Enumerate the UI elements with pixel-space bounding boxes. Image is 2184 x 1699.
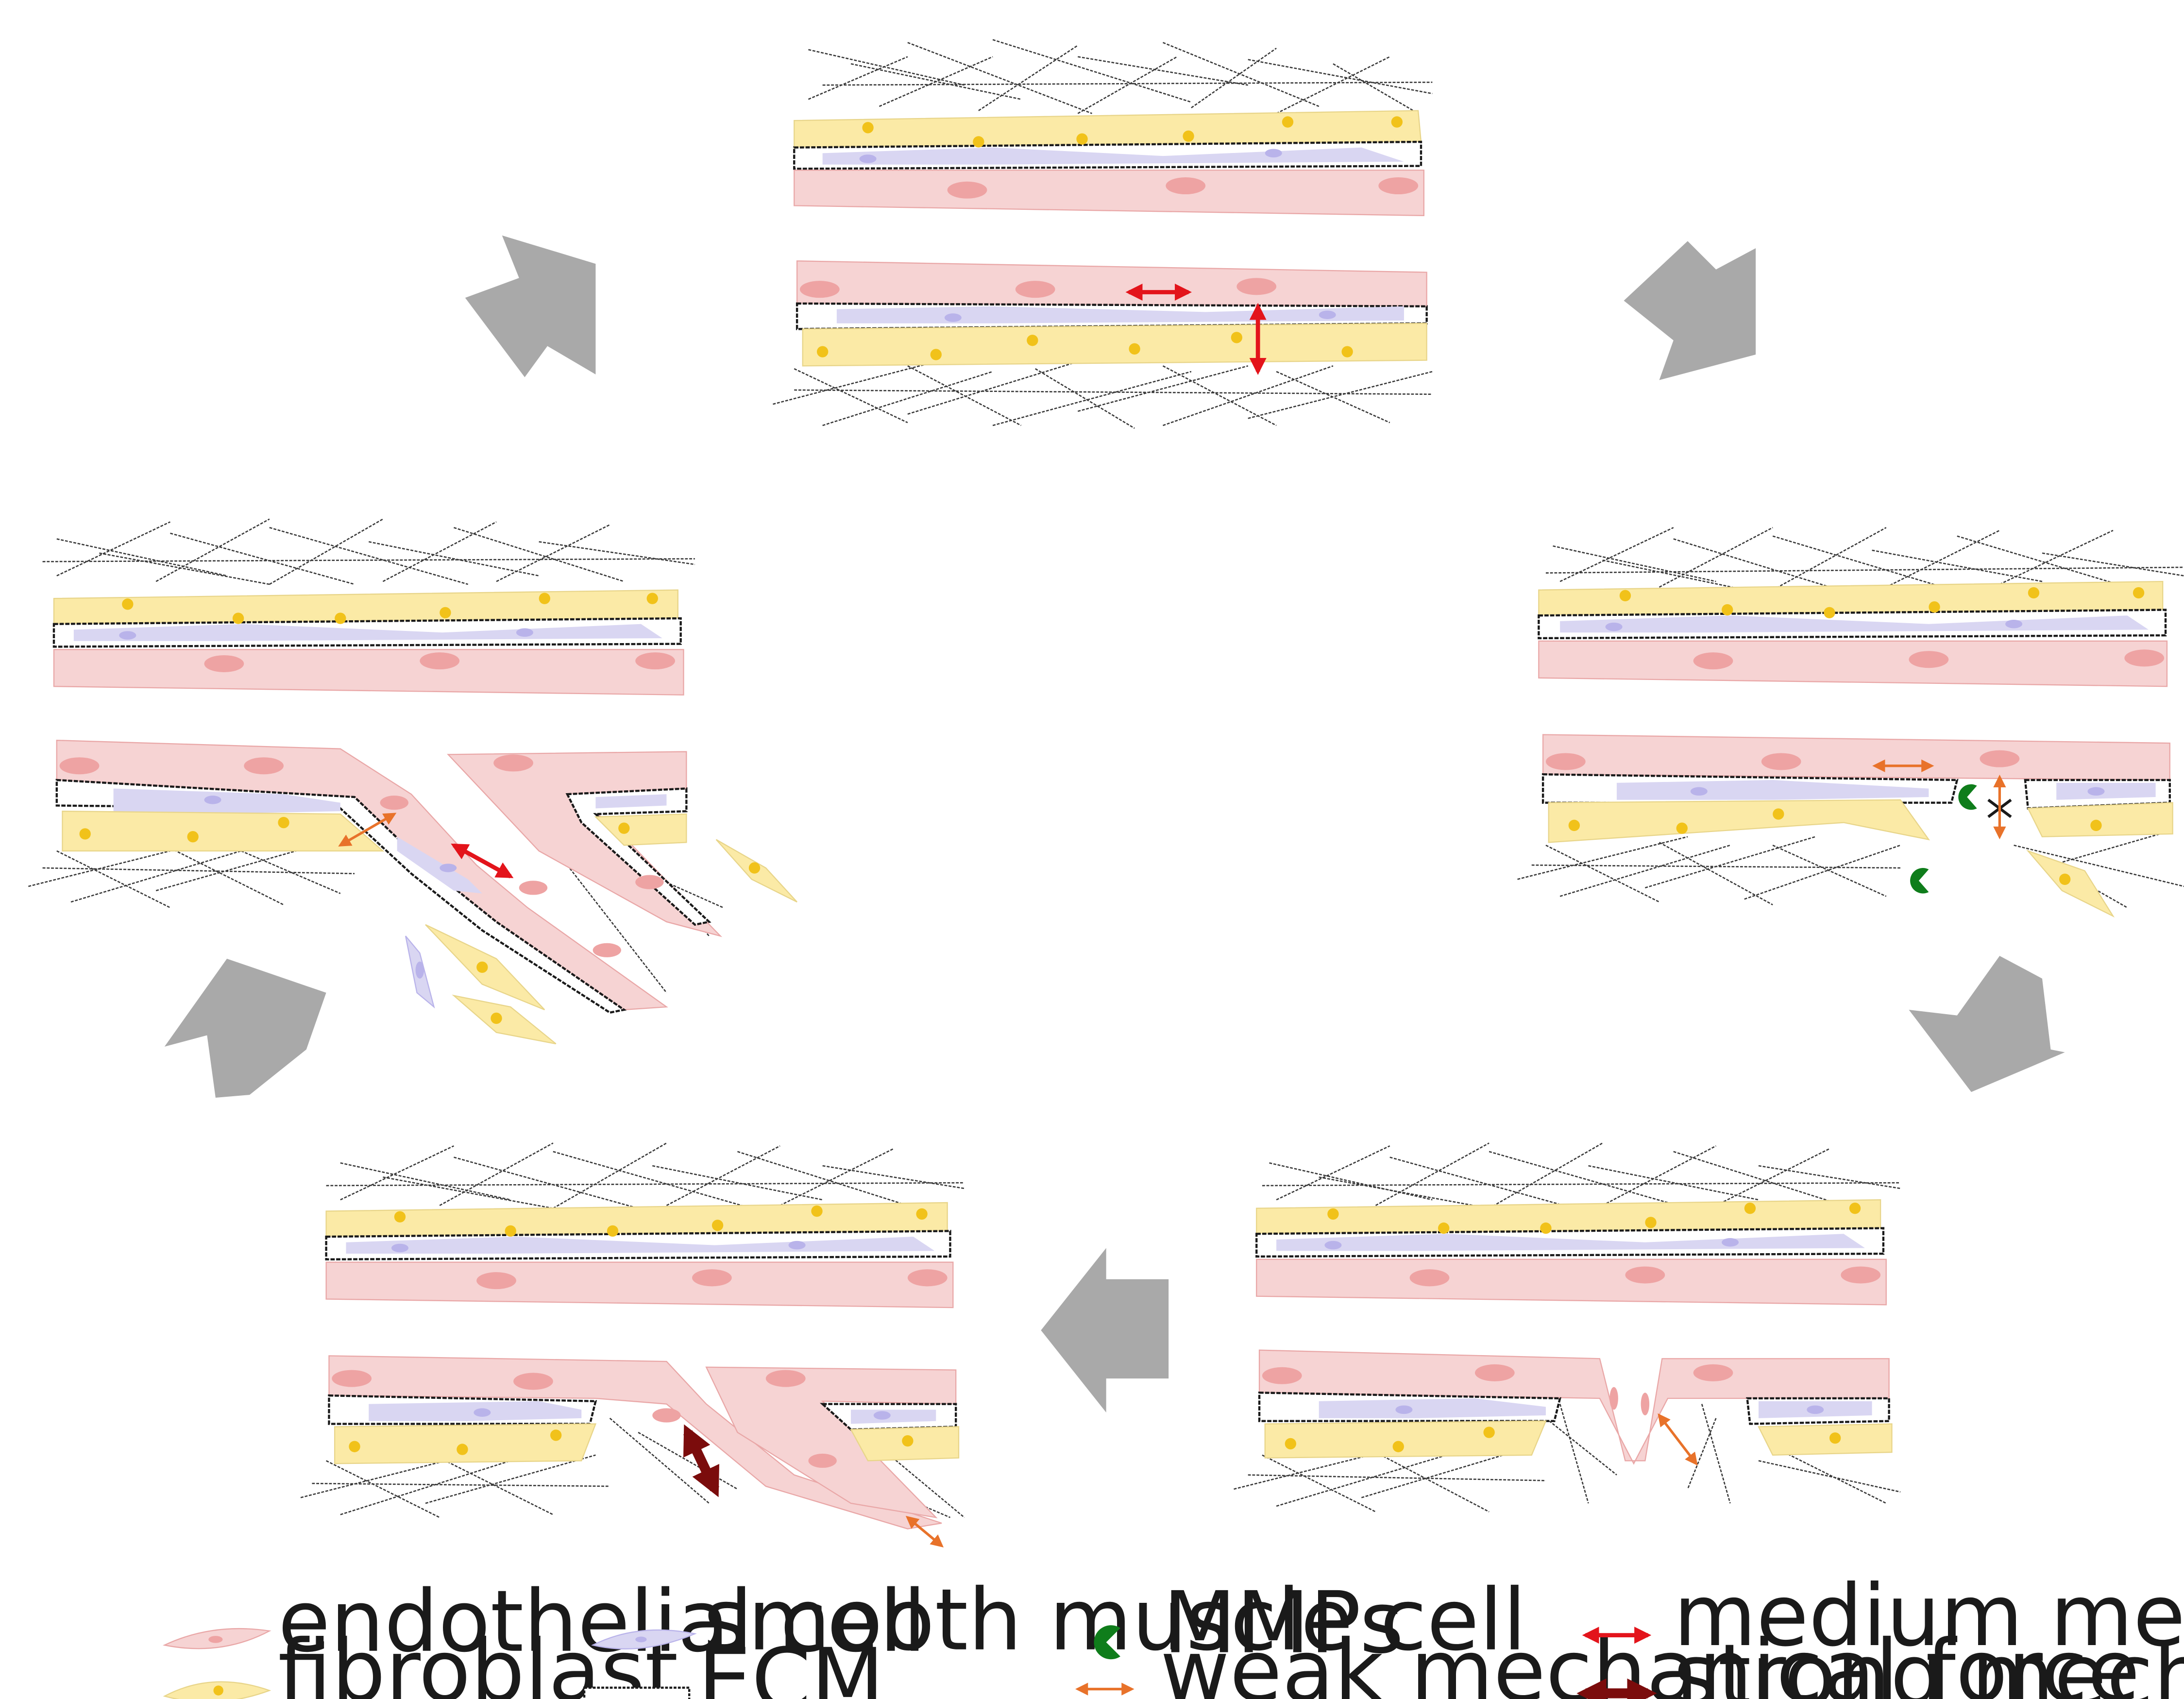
- fibroblast-layer: [1264, 1420, 1893, 1459]
- smooth-muscle-layer: [113, 788, 667, 894]
- weak-force-arrow: [338, 813, 397, 847]
- migrating-fibroblast: [2026, 850, 2115, 918]
- endothelial-layer: [1538, 640, 2168, 687]
- fibroblast-layer: [62, 810, 687, 852]
- legend-label-medium-force: medium mechanical force: [1674, 1566, 2184, 1665]
- smooth-muscle-layer: [1616, 780, 2156, 800]
- fiber-mesh: [1234, 1142, 1901, 1512]
- cell-nuclei: [1545, 587, 2165, 885]
- legend: endothelial cell fibroblast smooth muscl…: [163, 1566, 2184, 1699]
- weak-force-arrow: [1658, 1413, 1698, 1466]
- cell-nuclei: [799, 116, 1419, 360]
- endothelial-layer: [1542, 734, 2170, 781]
- legend-item-mmps: MMPs: [1094, 1574, 1404, 1673]
- endothelial-layer: [53, 649, 684, 696]
- mmp-icon: [1910, 867, 1929, 894]
- smooth-muscle-layer: [369, 1401, 936, 1424]
- mmp-icon: [1094, 1625, 1120, 1660]
- legend-item-fibroblast: fibroblast: [163, 1622, 678, 1699]
- cycle-arrows: [164, 235, 2065, 1413]
- panel-stage-4: [300, 1142, 965, 1548]
- ecm-swatch: [583, 1686, 691, 1699]
- legend-item-endothelial: endothelial cell: [163, 1572, 927, 1671]
- panel-stage-3: [1234, 1142, 1901, 1512]
- legend-label-endothelial: endothelial cell: [278, 1572, 926, 1671]
- endothelial-layer: [794, 170, 1424, 217]
- fibroblast-layer: [1548, 799, 2173, 843]
- panel-stage-2: [1517, 527, 2184, 918]
- cell-nuclei: [1262, 1203, 1881, 1452]
- smooth-muscle-layer: [822, 147, 1404, 165]
- smooth-muscle-layer: [1319, 1398, 1872, 1418]
- migrating-fibroblast: [452, 994, 557, 1045]
- legend-label-mmps: MMPs: [1163, 1574, 1404, 1673]
- fibroblast-layer: [334, 1423, 960, 1464]
- legend-label-ecm: ECM: [698, 1630, 884, 1699]
- fibroblast-layer: [802, 323, 1427, 367]
- panel-stage-5: [28, 518, 797, 1045]
- endothelial-layer: [796, 260, 1427, 307]
- nucleus-icon: [635, 1636, 647, 1643]
- strong-force-arrow: [683, 1424, 720, 1497]
- arrow-icon: [1041, 1248, 1169, 1413]
- medium-force-arrow: [451, 843, 514, 879]
- nucleus-icon: [208, 1636, 223, 1643]
- mmp-icon: [1958, 784, 1977, 810]
- smooth-muscle-layer: [1276, 1234, 1865, 1251]
- fiber-mesh: [773, 39, 1433, 429]
- legend-item-medium-force: medium mechanical force: [1582, 1566, 2184, 1665]
- weak-force-arrow: [905, 1515, 944, 1548]
- arrow-icon: [1909, 955, 2065, 1092]
- smooth-muscle-layer: [346, 1237, 935, 1254]
- smooth-muscle-layer: [73, 624, 662, 641]
- legend-label-fibroblast: fibroblast: [278, 1622, 678, 1699]
- nucleus-icon: [213, 1685, 223, 1696]
- panel-stage-1: [773, 39, 1433, 429]
- endothelial-layer: [325, 1261, 954, 1308]
- arrow-icon: [164, 958, 326, 1098]
- arrow-icon: [465, 235, 596, 377]
- endothelial-layer: [1256, 1258, 1887, 1306]
- cell-nuclei: [332, 1205, 948, 1468]
- legend-item-strong-force: strong mechanical force: [1576, 1626, 2184, 1699]
- smooth-muscle-layer: [1560, 615, 2149, 633]
- legend-item-ecm: ECM: [583, 1630, 884, 1699]
- arrow-icon: [1624, 241, 1756, 380]
- legend-label-strong-force: strong mechanical force: [1674, 1626, 2184, 1699]
